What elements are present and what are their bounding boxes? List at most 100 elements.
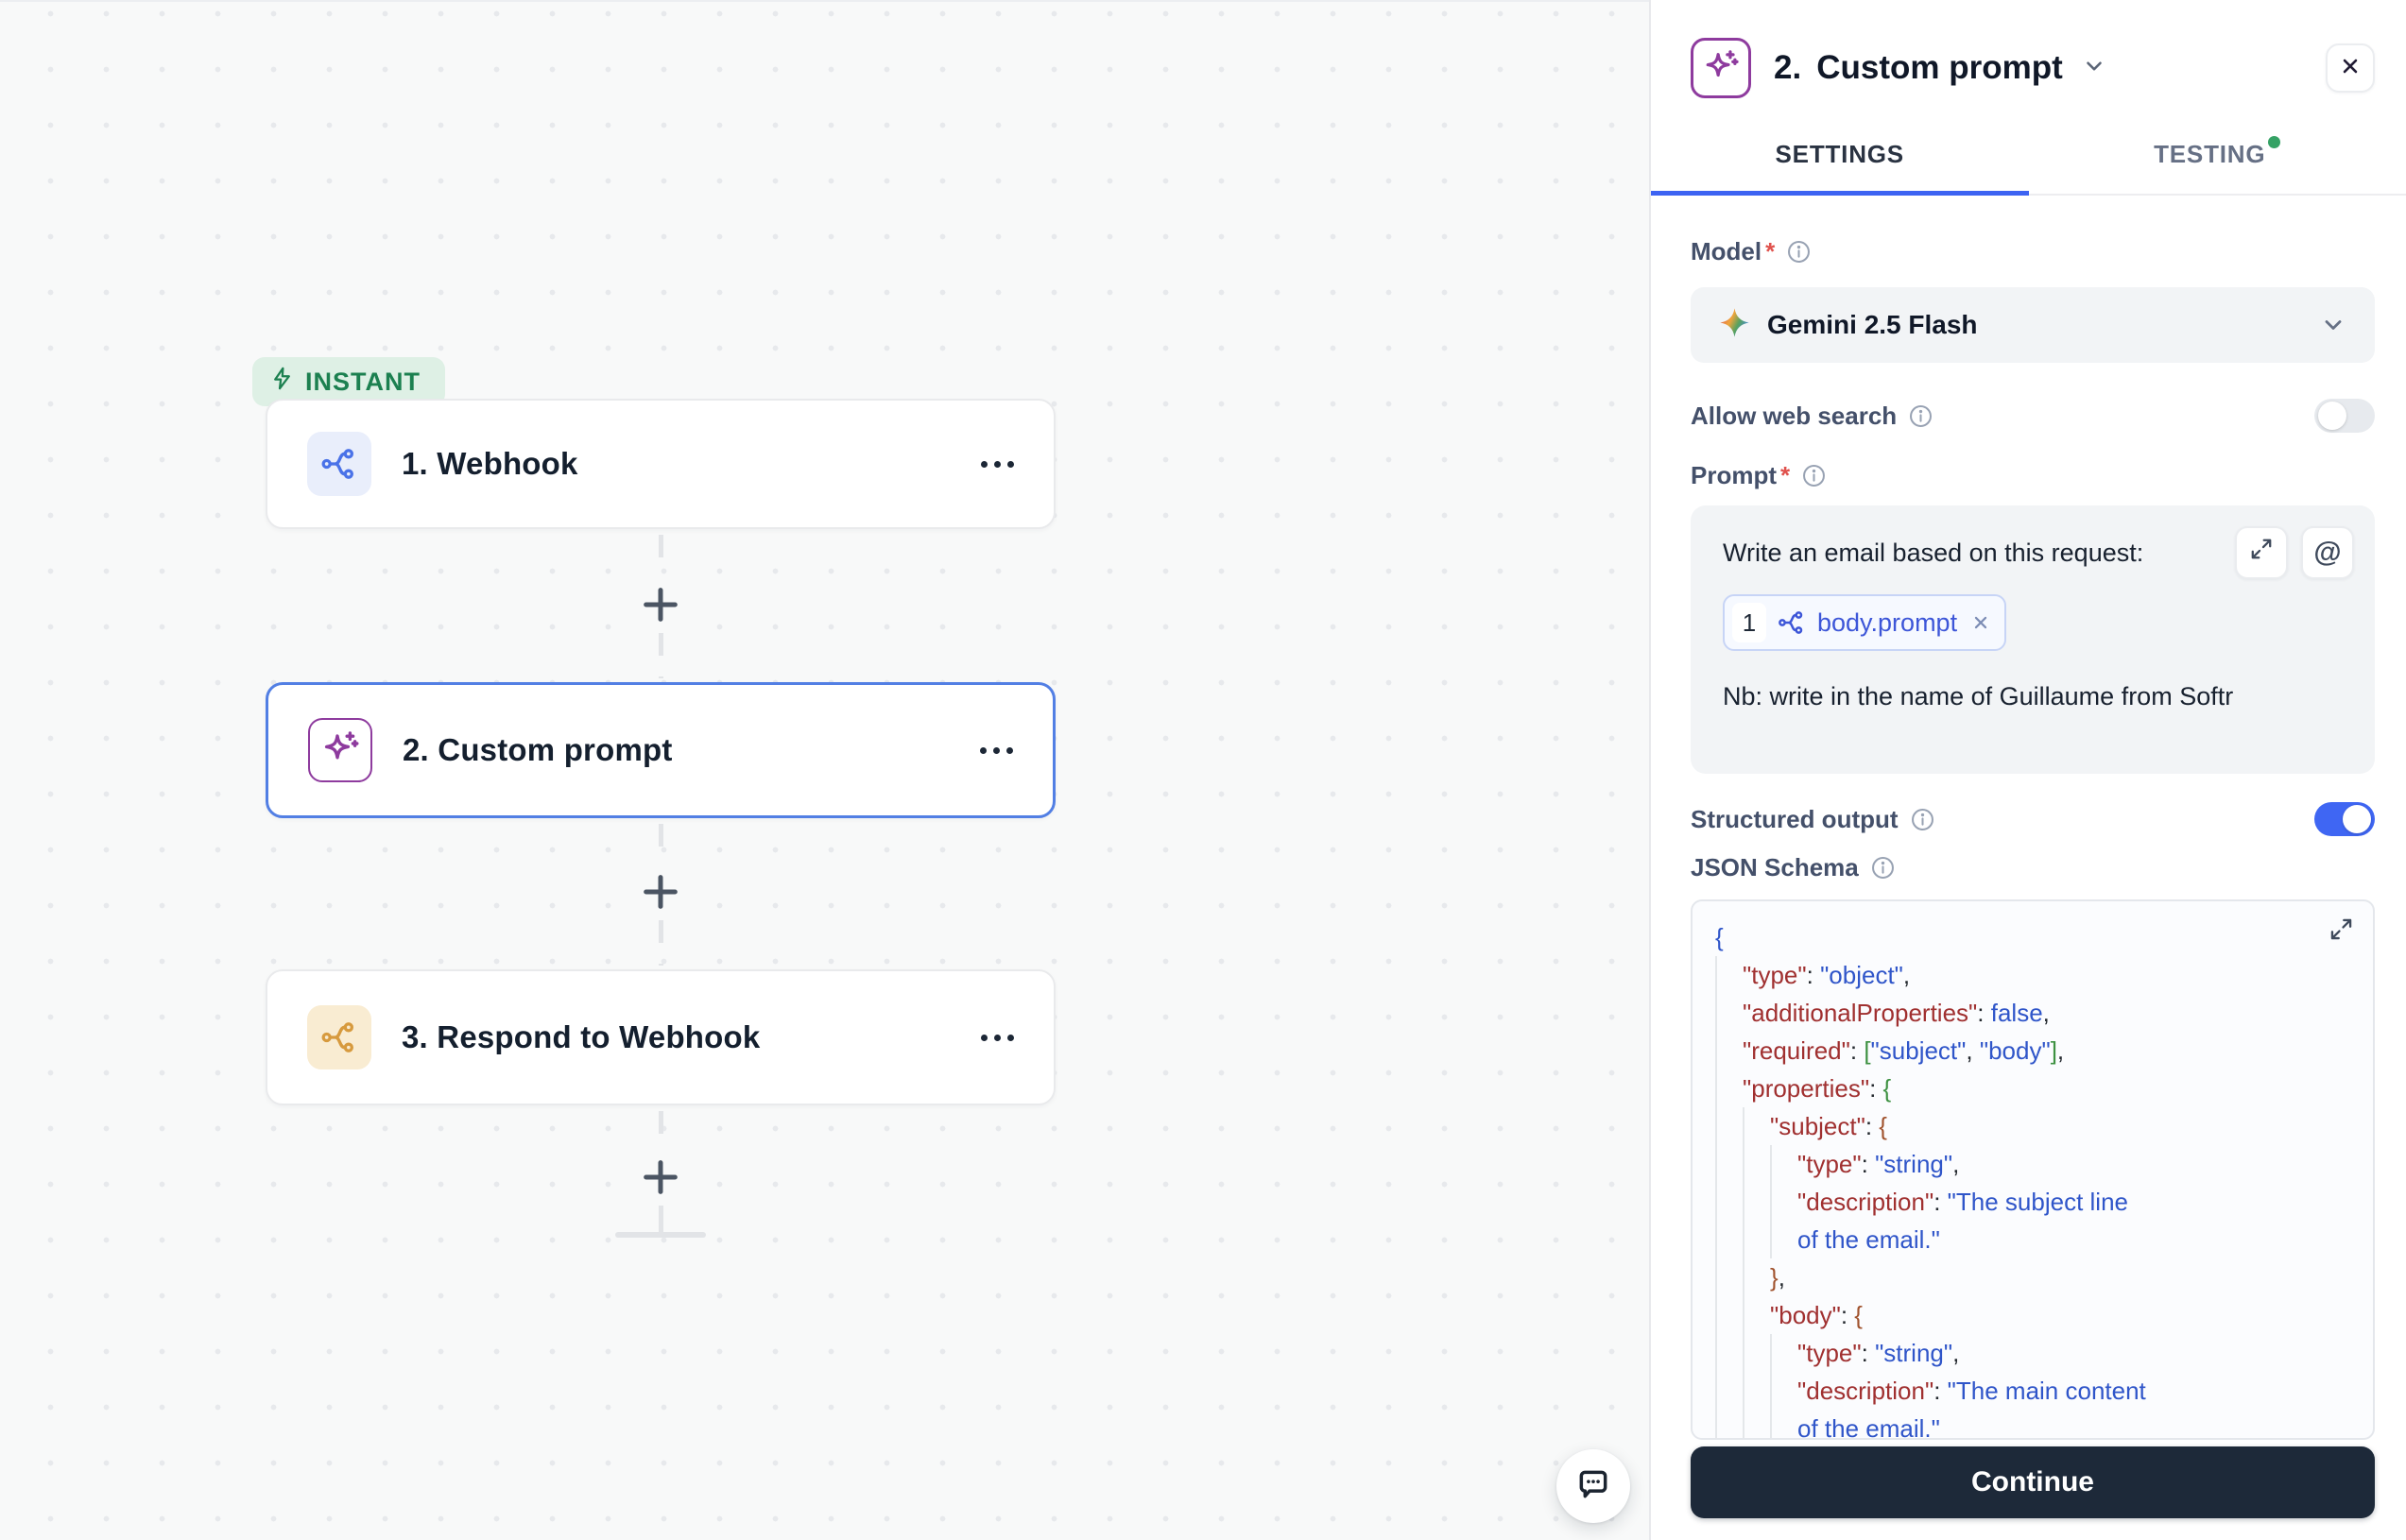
node-menu-button[interactable] xyxy=(980,746,1013,754)
panel-title[interactable]: 2. Custom prompt xyxy=(1774,49,2106,87)
tab-testing-label: TESTING xyxy=(2154,140,2266,168)
json-schema-label-row: JSON Schema xyxy=(1691,853,2375,882)
node-title: 3. Respond to Webhook xyxy=(402,1019,761,1054)
at-sign-icon: @ xyxy=(2313,537,2342,568)
add-step-button[interactable] xyxy=(634,865,687,918)
code-line: "additionalProperties": false, xyxy=(1715,994,2350,1032)
json-schema-editor[interactable]: { "type": "object","additionalProperties"… xyxy=(1691,899,2375,1440)
close-icon xyxy=(2338,54,2363,83)
model-label: Model xyxy=(1691,237,1762,265)
prompt-label: Prompt xyxy=(1691,461,1777,489)
info-icon[interactable] xyxy=(1801,463,1827,488)
code-line: "required": ["subject", "body"], xyxy=(1715,1032,2350,1069)
testing-notification-dot xyxy=(2268,136,2281,148)
web-search-toggle[interactable] xyxy=(2314,399,2375,433)
chevron-down-icon[interactable] xyxy=(2082,54,2106,78)
workflow-canvas[interactable]: INSTANT 1. Webhook 2. Custom prompt xyxy=(0,0,1649,1540)
code-line: of the email." xyxy=(1715,1221,2350,1258)
step-name: Custom prompt xyxy=(1816,49,2063,86)
prompt-text-after: Nb: write in the name of Guillaume from … xyxy=(1723,682,2234,711)
node-title: 1. Webhook xyxy=(402,446,578,481)
chat-bubble-icon xyxy=(1575,1466,1611,1507)
panel-body: Model * Gemini 2.5 Flash Allow web searc… xyxy=(1651,237,2406,1440)
panel-tabs: SETTINGS TESTING xyxy=(1651,136,2406,196)
prompt-text-before: Write an email based on this request: xyxy=(1723,539,2144,567)
expand-prompt-button[interactable] xyxy=(2235,526,2288,579)
expand-icon xyxy=(2249,537,2274,569)
connector-line xyxy=(659,824,663,869)
web-search-label: Allow web search xyxy=(1691,401,1898,430)
add-step-button[interactable] xyxy=(634,578,687,631)
connector-end-stub xyxy=(659,1206,663,1232)
tab-settings[interactable]: SETTINGS xyxy=(1651,140,2029,196)
mention-variable-button[interactable]: @ xyxy=(2301,526,2354,579)
structured-output-toggle[interactable] xyxy=(2314,802,2375,836)
code-line: "description": "The subject line xyxy=(1715,1183,2350,1221)
code-line: "properties": { xyxy=(1715,1069,2350,1107)
json-code-lines: { "type": "object","additionalProperties"… xyxy=(1715,918,2350,1438)
connector-line xyxy=(659,1111,663,1155)
bolt-icon xyxy=(269,366,295,398)
gemini-icon xyxy=(1719,307,1750,343)
info-icon[interactable] xyxy=(1908,403,1933,429)
code-line: }, xyxy=(1715,1258,2350,1296)
code-line: "type": "object", xyxy=(1715,956,2350,994)
chip-index: 1 xyxy=(1732,603,1766,643)
webhook-icon xyxy=(307,432,371,496)
node-menu-button[interactable] xyxy=(981,460,1014,468)
web-search-label-row: Allow web search xyxy=(1691,402,1933,431)
connector-line xyxy=(659,535,663,582)
expand-code-button[interactable] xyxy=(2329,916,2354,947)
info-icon[interactable] xyxy=(1786,239,1812,265)
node-menu-button[interactable] xyxy=(981,1034,1014,1041)
node-custom-prompt[interactable]: 2. Custom prompt xyxy=(266,682,1056,818)
connector-line xyxy=(659,633,663,678)
continue-button[interactable]: Continue xyxy=(1691,1446,2375,1518)
structured-output-row: Structured output xyxy=(1691,802,2375,836)
panel-header: 2. Custom prompt xyxy=(1651,0,2406,98)
prompt-editor-actions: @ xyxy=(2235,526,2354,579)
webhook-icon xyxy=(1778,608,1806,637)
tab-testing[interactable]: TESTING xyxy=(2029,136,2406,194)
prompt-field-label-row: Prompt * xyxy=(1691,461,2375,490)
connector-end-bar xyxy=(615,1232,706,1238)
chevron-down-icon xyxy=(2320,312,2346,338)
code-line: "description": "The main content xyxy=(1715,1372,2350,1410)
json-schema-label: JSON Schema xyxy=(1691,853,1859,881)
code-line: "body": { xyxy=(1715,1296,2350,1334)
info-icon[interactable] xyxy=(1870,855,1896,881)
required-mark: * xyxy=(1780,461,1791,489)
instant-badge: INSTANT xyxy=(252,357,445,406)
step-settings-panel: 2. Custom prompt SETTINGS TESTING Model xyxy=(1649,0,2406,1540)
node-respond-webhook[interactable]: 3. Respond to Webhook xyxy=(266,969,1056,1105)
code-line: of the email." xyxy=(1715,1410,2350,1438)
prompt-editor[interactable]: @ Write an email based on this request: … xyxy=(1691,505,2375,774)
tab-settings-label: SETTINGS xyxy=(1775,140,1904,168)
structured-output-label: Structured output xyxy=(1691,804,1899,833)
model-select-value: Gemini 2.5 Flash xyxy=(1767,310,1978,339)
chip-label: body.prompt xyxy=(1817,607,1958,637)
step-number: 2. xyxy=(1774,49,1802,86)
remove-chip-icon[interactable] xyxy=(1970,612,1991,633)
instant-badge-label: INSTANT xyxy=(305,367,421,396)
expand-icon xyxy=(2329,918,2354,946)
node-webhook[interactable]: 1. Webhook xyxy=(266,399,1056,529)
required-mark: * xyxy=(1765,237,1776,265)
model-select[interactable]: Gemini 2.5 Flash xyxy=(1691,287,2375,363)
node-title: 2. Custom prompt xyxy=(403,732,673,767)
model-field-label-row: Model * xyxy=(1691,237,2375,266)
sparkle-icon xyxy=(1691,38,1751,98)
web-search-row: Allow web search xyxy=(1691,399,2375,433)
chat-button[interactable] xyxy=(1556,1449,1630,1523)
close-panel-button[interactable] xyxy=(2326,43,2375,93)
structured-output-label-row: Structured output xyxy=(1691,805,1935,834)
info-icon[interactable] xyxy=(1910,807,1935,832)
add-step-button[interactable] xyxy=(634,1151,687,1204)
code-line: "type": "string", xyxy=(1715,1145,2350,1183)
code-line: { xyxy=(1715,923,1724,951)
webhook-icon xyxy=(307,1005,371,1069)
variable-chip-body-prompt[interactable]: 1 body.prompt xyxy=(1723,594,2007,652)
code-line: "subject": { xyxy=(1715,1107,2350,1145)
connector-line xyxy=(659,920,663,966)
